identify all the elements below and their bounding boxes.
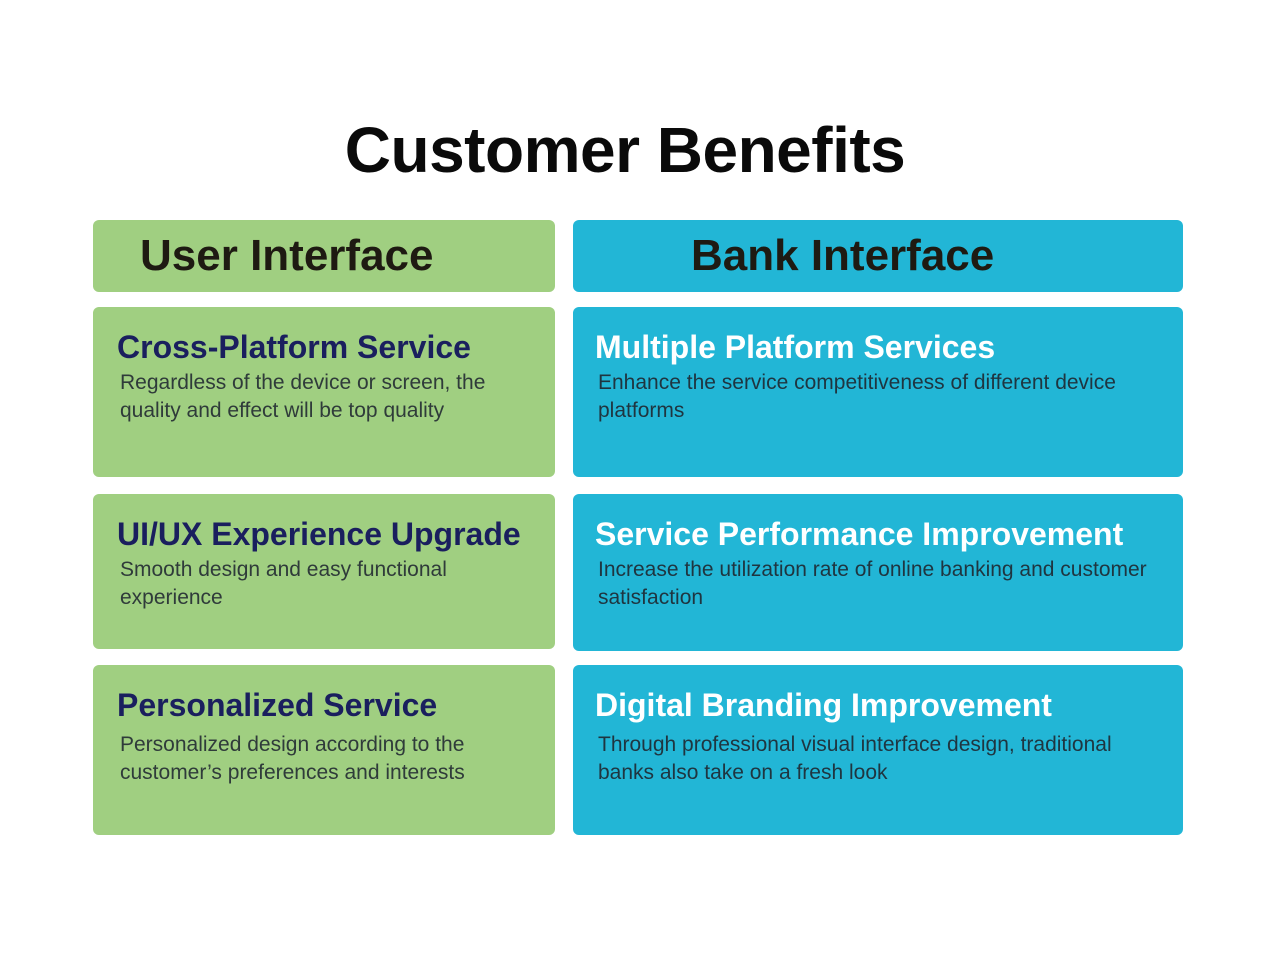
user-interface-header: User Interface [93,220,555,292]
card-description: Personalized design according to the cus… [120,733,465,784]
card-description: Increase the utilization rate of online … [598,558,1147,609]
card-title: Personalized Service [117,687,438,723]
card-multiple-platform-services: Multiple Platform Services Enhance the s… [573,307,1183,477]
bank-interface-header-label: Bank Interface [691,231,995,280]
card-description: Enhance the service competitiveness of d… [598,371,1116,422]
card-description: Smooth design and easy functional experi… [120,558,447,609]
card-title: UI/UX Experience Upgrade [117,516,521,552]
bank-interface-header: Bank Interface [573,220,1183,292]
card-description: Through professional visual interface de… [598,733,1112,784]
card-description: Regardless of the device or screen, the … [120,371,486,422]
card-title: Service Performance Improvement [595,516,1124,552]
card-service-performance-improvement: Service Performance Improvement Increase… [573,494,1183,651]
card-cross-platform-service: Cross-Platform Service Regardless of the… [93,307,555,477]
card-personalized-service: Personalized Service Personalized design… [93,665,555,835]
card-digital-branding-improvement: Digital Branding Improvement Through pro… [573,665,1183,835]
page-title: Customer Benefits [344,114,906,186]
user-interface-header-label: User Interface [140,231,434,280]
card-title: Multiple Platform Services [595,329,996,365]
card-ui-ux-experience-upgrade: UI/UX Experience Upgrade Smooth design a… [93,494,555,649]
card-title: Cross-Platform Service [117,329,471,365]
card-title: Digital Branding Improvement [595,687,1052,723]
